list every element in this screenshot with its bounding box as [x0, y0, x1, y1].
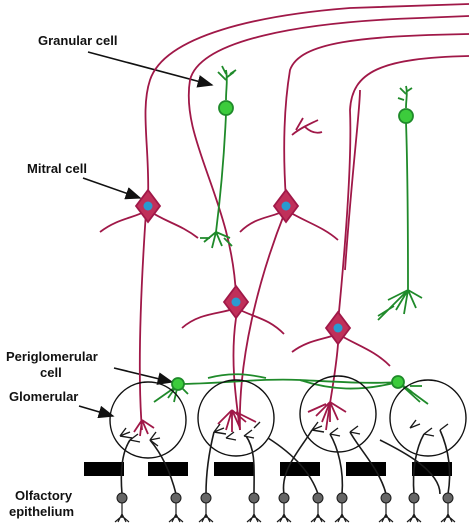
label-periglomerular: Periglomerular: [6, 349, 98, 364]
receptor-soma: [408, 492, 420, 504]
receptor-soma: [380, 492, 392, 504]
mitral-1-nucleus: [143, 201, 153, 211]
label-periglomerular-cell: cell: [40, 365, 62, 380]
plate-1: [84, 462, 124, 476]
cribriform-plates: [84, 462, 452, 476]
granular-1-basal: [200, 113, 233, 249]
arrow-periglomerular: [113, 367, 174, 385]
mitral-2-dendrites: [238, 209, 339, 431]
granular-1-apical: [217, 65, 237, 101]
label-mitral-cell: Mitral cell: [27, 161, 87, 176]
mitral-cell-2: [238, 188, 339, 431]
periglomerular-cell-2-soma: [391, 375, 405, 389]
glomerulus-2: [197, 379, 275, 457]
receptor-soma: [312, 492, 324, 504]
labels: Granular cell Mitral cell Periglomerular…: [6, 33, 117, 519]
olfactory-receptor-neurons: [120, 429, 451, 495]
receptor-cell-bodies: [116, 492, 454, 504]
axon-4b: [344, 89, 361, 271]
granular-cell-1: [200, 65, 237, 249]
mitral-cells: [99, 188, 391, 437]
receptor-soma: [442, 492, 454, 504]
receptor-soma: [200, 492, 212, 504]
axon-1: [144, 3, 469, 201]
mitral-cell-1: [99, 188, 199, 431]
pointer-arrows: [78, 51, 214, 419]
receptor-soma: [248, 492, 260, 504]
plate-5: [346, 462, 386, 476]
glomeruli: [109, 375, 467, 459]
label-olfactory: Olfactory: [15, 488, 73, 503]
mitral-2-nucleus: [281, 201, 291, 211]
periglomerular-network: [153, 373, 429, 405]
axon-2: [187, 15, 469, 297]
granular-2-apical: [397, 85, 413, 109]
label-epithelium: epithelium: [9, 504, 74, 519]
axon-3: [283, 33, 469, 201]
periglomerular-cell-1-soma: [171, 377, 185, 391]
label-granular-cell: Granular cell: [38, 33, 117, 48]
axon-4: [337, 55, 469, 323]
granular-2-basal: [377, 121, 423, 321]
granular-2-soma: [398, 108, 414, 124]
receptor-axon-terminals: [119, 419, 449, 447]
glomerulus-1: [109, 381, 187, 459]
receptor-cilia: [114, 503, 456, 523]
granular-cells: [153, 65, 429, 405]
receptor-soma: [116, 492, 128, 504]
mitral-axons: [144, 3, 469, 323]
label-glomerular: Glomerular: [9, 389, 78, 404]
glomerulus-4: [389, 379, 467, 457]
mitral-cell-4: [291, 310, 391, 431]
mitral-cell-3: [181, 284, 285, 431]
mitral-3-nucleus: [231, 297, 241, 307]
arrow-granular: [87, 51, 214, 88]
arrow-mitral: [82, 177, 142, 200]
plate-3: [214, 462, 254, 476]
arrow-glomerular: [78, 405, 115, 419]
granular-1-soma: [218, 100, 234, 116]
mitral-1-dendrites: [99, 209, 199, 431]
receptor-soma: [278, 492, 290, 504]
receptor-soma: [336, 492, 348, 504]
mitral-4-nucleus: [333, 323, 343, 333]
axon-collateral-branch: [291, 117, 323, 136]
mitral-glomerular-tufts: [133, 401, 347, 437]
receptor-soma: [170, 492, 182, 504]
granular-cell-2: [377, 85, 423, 321]
